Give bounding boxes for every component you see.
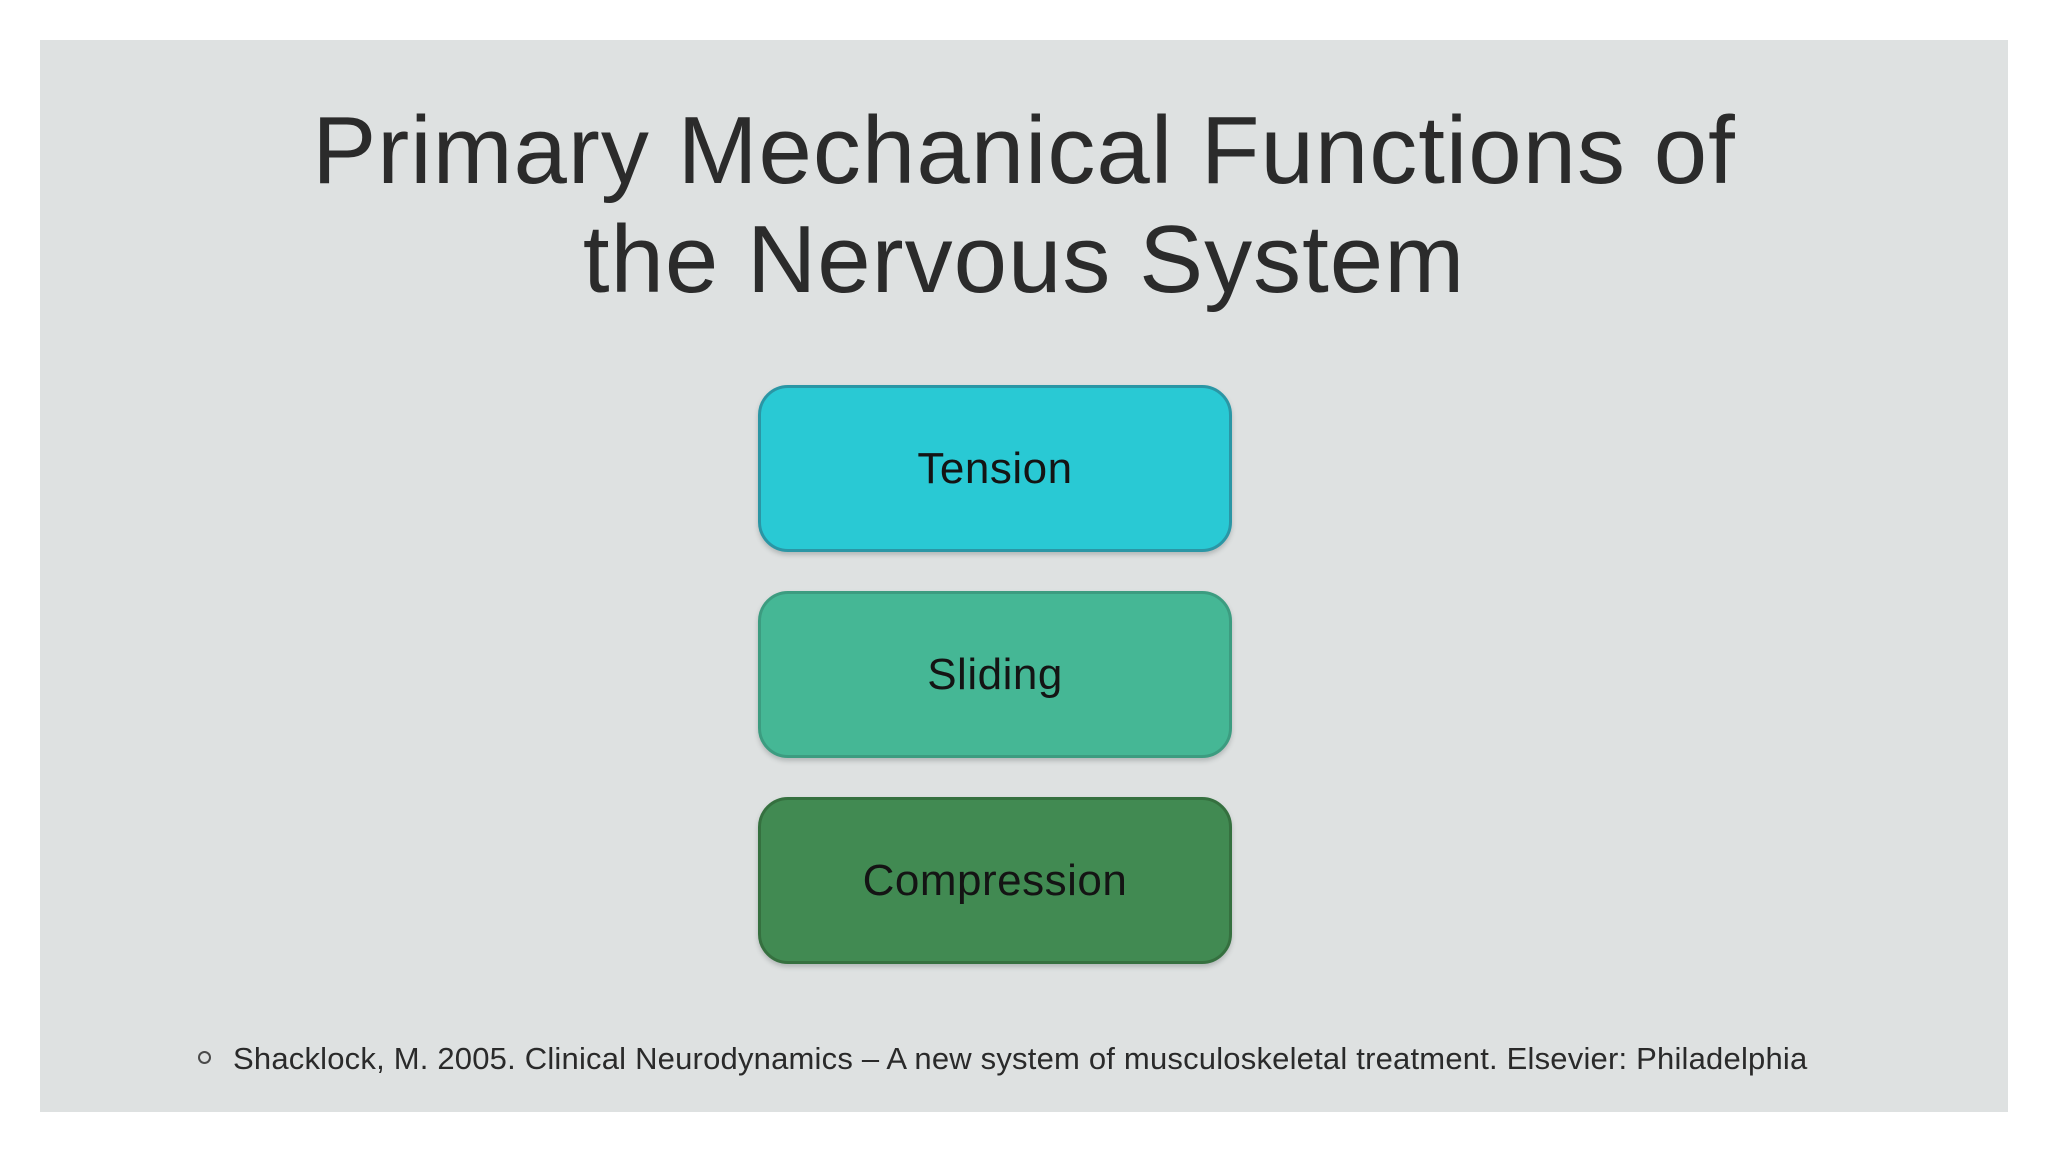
slide-title-line-1: Primary Mechanical Functions of [312,97,1736,204]
citation: Shacklock, M. 2005. Clinical Neurodynami… [198,1040,1807,1077]
diagram-box-compression: Compression [758,797,1232,964]
diagram-box-sliding: Sliding [758,591,1232,758]
diagram-box-tension: Tension [758,385,1232,552]
diagram-box-label: Sliding [927,649,1063,699]
diagram-box-label: Compression [862,855,1128,905]
slide: Primary Mechanical Functions of the Nerv… [40,40,2008,1112]
slide-title: Primary Mechanical Functions of the Nerv… [40,96,2008,315]
bullet-circle-icon [198,1051,211,1064]
smartart-diagram: Tension Sliding Compression [758,385,1232,964]
citation-text: Shacklock, M. 2005. Clinical Neurodynami… [233,1041,1808,1076]
slide-title-line-2: the Nervous System [582,206,1466,314]
diagram-box-label: Tension [917,443,1073,493]
